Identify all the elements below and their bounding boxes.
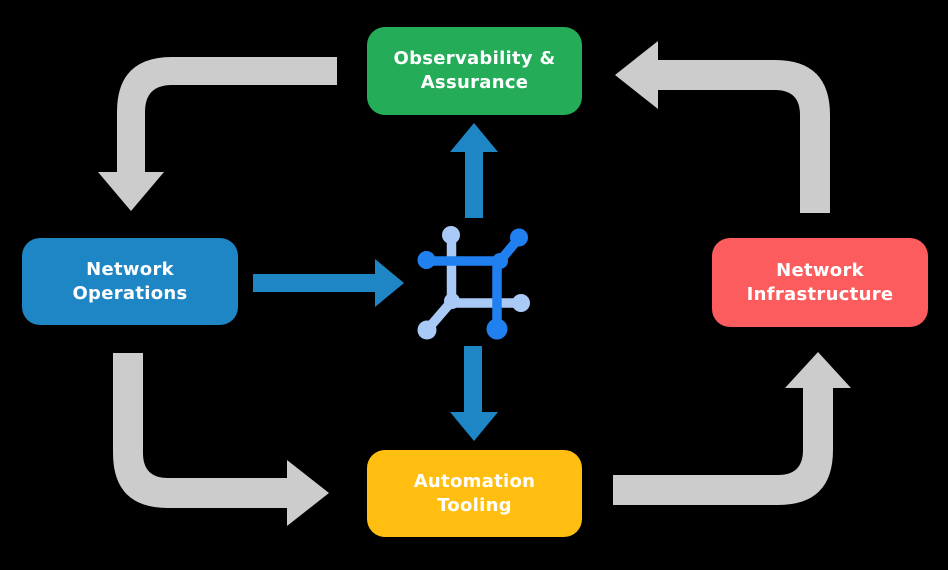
node-network-operations-label: Network Operations	[72, 258, 188, 304]
node-automation-tooling: Automation Tooling	[367, 450, 582, 537]
network-fabric-icon	[417, 226, 530, 340]
network-fabric-icon-light-nodes	[417, 226, 530, 340]
node-network-infrastructure: Network Infrastructure	[712, 238, 928, 327]
flow-arrow-operations-to-core	[253, 259, 404, 307]
cycle-arrow-observability-to-operations	[98, 57, 337, 211]
node-observability-assurance: Observability & Assurance	[367, 27, 582, 115]
cycle-arrow-operations-to-automation	[113, 353, 329, 526]
flow-arrow-core-to-automation	[450, 346, 498, 441]
node-automation-tooling-label: Automation Tooling	[413, 470, 536, 516]
node-network-infrastructure-label: Network Infrastructure	[746, 259, 894, 305]
node-network-operations: Network Operations	[22, 238, 238, 325]
cycle-arrow-automation-to-infrastructure	[613, 352, 851, 505]
node-observability-assurance-label: Observability & Assurance	[393, 48, 556, 93]
flow-arrow-core-to-observability	[450, 123, 498, 218]
cycle-arrow-infrastructure-to-observability	[615, 41, 830, 213]
network-fabric-icon-dark-nodes	[417, 228, 528, 340]
